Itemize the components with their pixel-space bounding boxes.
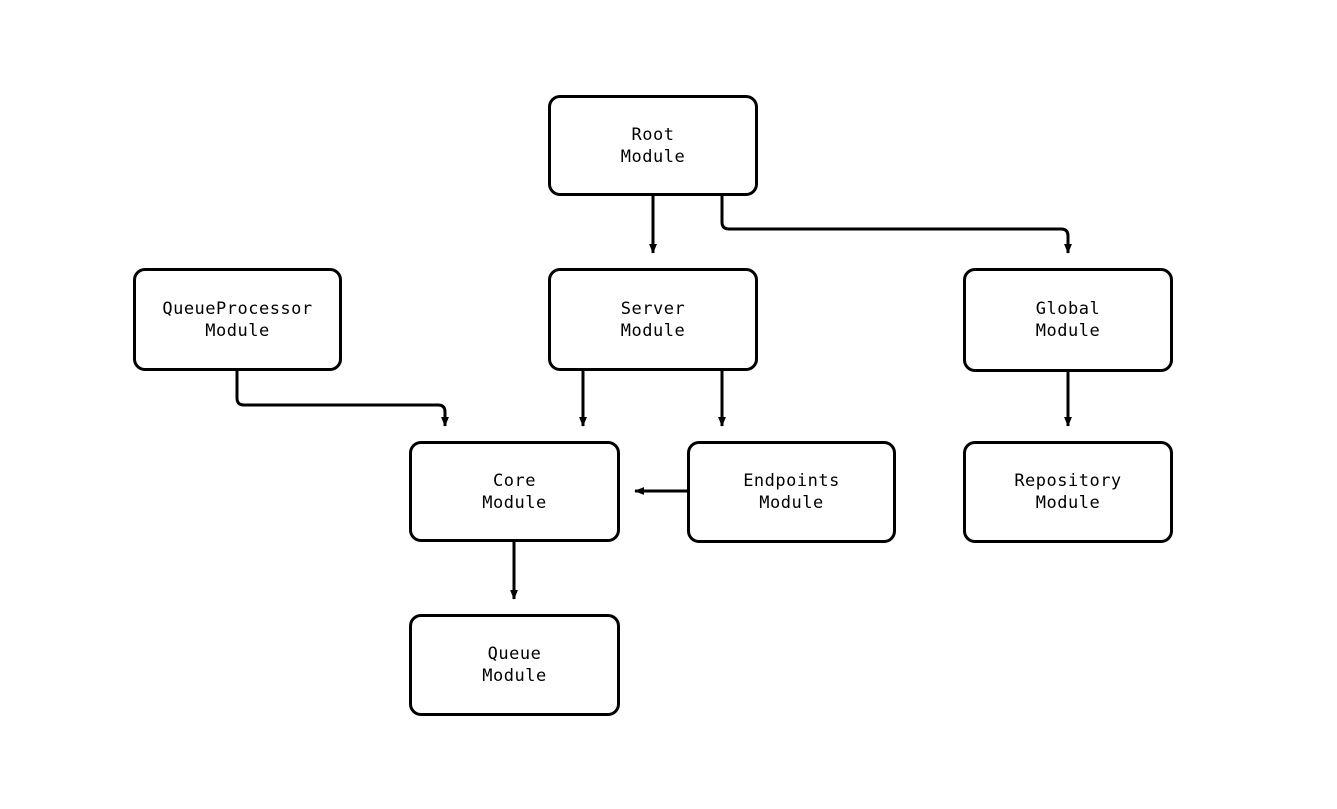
- node-repository-module-line1: Repository: [1014, 471, 1122, 491]
- node-queueprocessor-module-line2: Module: [205, 320, 270, 341]
- node-queue-module-line2: Module: [482, 666, 547, 686]
- node-server-module[interactable]: Server Module: [548, 268, 758, 371]
- node-queueprocessor-module-line1: QueueProcessor: [162, 298, 313, 319]
- edge-queueprocessor-core: [235, 371, 449, 427]
- node-root-module[interactable]: Root Module: [548, 95, 758, 196]
- node-queue-module[interactable]: Queue Module: [409, 614, 620, 716]
- node-queue-module-line1: Queue: [487, 644, 542, 664]
- node-endpoints-module[interactable]: Endpoints Module: [687, 441, 896, 543]
- node-server-module-line1: Server: [620, 298, 686, 319]
- node-endpoints-module-line1: Endpoints: [743, 471, 840, 491]
- node-queueprocessor-module[interactable]: QueueProcessor Module: [133, 268, 342, 371]
- node-global-module[interactable]: Global Module: [963, 268, 1173, 372]
- node-root-module-line1: Root: [631, 124, 675, 145]
- node-root-module-line2: Module: [620, 146, 686, 167]
- node-repository-module[interactable]: Repository Module: [963, 441, 1173, 543]
- node-endpoints-module-line2: Module: [759, 493, 824, 513]
- node-core-module-line1: Core: [493, 470, 536, 491]
- edge-root-global: [720, 196, 1072, 254]
- node-core-module[interactable]: Core Module: [409, 441, 620, 542]
- node-repository-module-line2: Module: [1035, 493, 1101, 513]
- node-server-module-line2: Module: [620, 320, 686, 341]
- node-core-module-line2: Module: [482, 492, 547, 513]
- node-global-module-line1: Global: [1035, 299, 1101, 319]
- node-global-module-line2: Module: [1035, 321, 1101, 341]
